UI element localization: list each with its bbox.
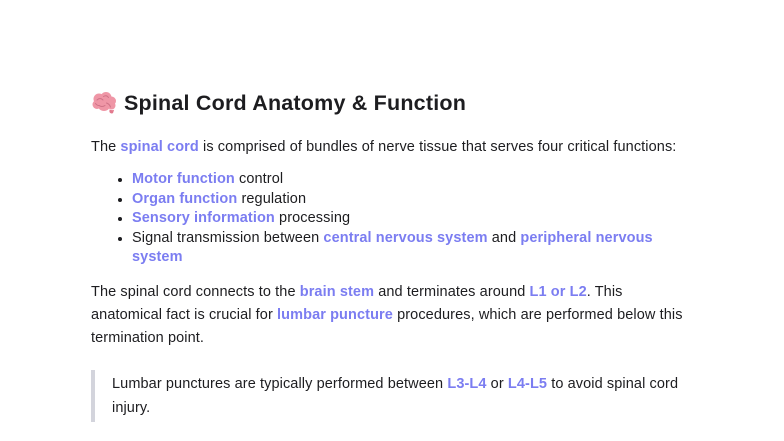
highlighted-term[interactable]: central nervous system xyxy=(323,229,488,246)
text-segment: Signal transmission between xyxy=(132,229,324,246)
highlighted-term[interactable]: Organ function xyxy=(132,190,238,207)
page-title-text: Spinal Cord Anatomy & Function xyxy=(124,91,467,115)
highlighted-term[interactable]: L3-L4 xyxy=(447,375,487,392)
callout-quote: Lumbar punctures are typically performed… xyxy=(91,369,695,422)
brain-icon xyxy=(91,91,117,115)
text-segment: . This anatomical fact is crucial for xyxy=(91,283,623,323)
text-segment: The spinal cord connects to the xyxy=(91,283,300,300)
text-segment: to avoid spinal cord injury. xyxy=(112,375,679,416)
highlighted-term[interactable]: Motor function xyxy=(132,171,235,187)
anatomy-paragraph: The spinal cord connects to the brain st… xyxy=(91,281,695,350)
highlighted-term[interactable]: lumbar puncture xyxy=(277,306,393,323)
list-item: Signal transmission between central nerv… xyxy=(132,229,695,268)
text-segment: control xyxy=(234,171,284,187)
text-segment: processing xyxy=(274,210,351,226)
page-title: Spinal Cord Anatomy & Function xyxy=(91,88,695,118)
highlighted-term[interactable]: L4-L5 xyxy=(507,375,548,392)
highlighted-term[interactable]: brain stem xyxy=(299,283,375,300)
text-segment: or xyxy=(486,375,508,392)
list-item: Organ function regulation xyxy=(132,190,695,210)
highlighted-term[interactable]: spinal cord xyxy=(120,139,199,155)
text-segment: Lumbar punctures are typically performed… xyxy=(112,375,448,392)
highlighted-term[interactable]: peripheral nervous system xyxy=(132,229,653,266)
highlighted-term[interactable]: Sensory information xyxy=(132,210,275,226)
list-item: Motor function control xyxy=(132,170,695,190)
text-segment: regulation xyxy=(237,190,307,207)
intro-paragraph: The spinal cord is comprised of bundles … xyxy=(91,136,695,159)
text-segment: and xyxy=(487,229,521,246)
list-item: Sensory information processing xyxy=(132,209,695,229)
text-segment: procedures, which are performed below th… xyxy=(91,306,683,346)
functions-list: Motor function control Organ function re… xyxy=(91,170,695,268)
text-segment: and terminates around xyxy=(374,283,530,300)
highlighted-term[interactable]: L1 or L2 xyxy=(529,283,587,300)
document-content: Spinal Cord Anatomy & Function The spina… xyxy=(91,88,695,422)
text-segment: The xyxy=(91,139,121,155)
text-segment: is comprised of bundles of nerve tissue … xyxy=(198,139,677,155)
